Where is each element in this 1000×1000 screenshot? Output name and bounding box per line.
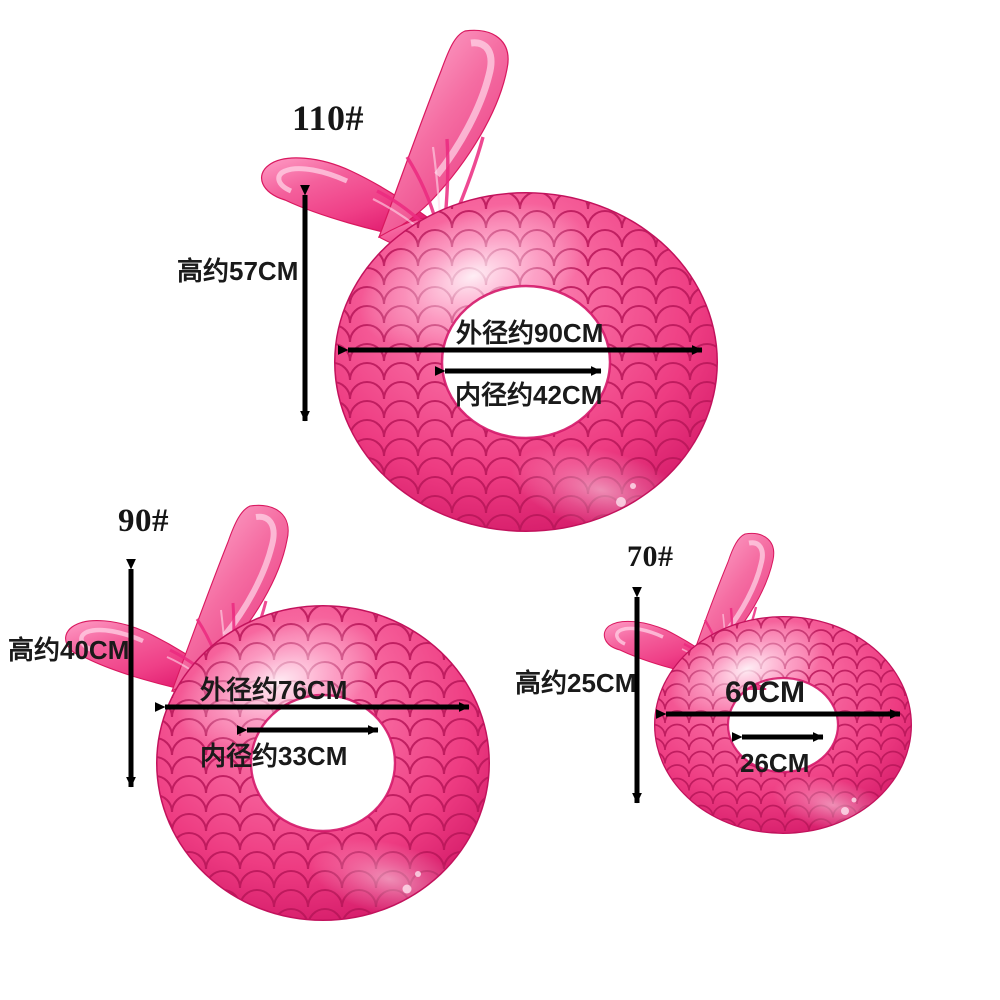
height-arrow-110 bbox=[293, 172, 317, 444]
inner-diameter-arrow-90 bbox=[235, 719, 390, 741]
ring-90: 90# 高约40CM 外径约76CM 内径约33CM bbox=[8, 495, 510, 935]
outer-diameter-label-70: 60CM bbox=[725, 676, 806, 709]
swim-ring-body-90 bbox=[155, 603, 505, 933]
outer-diameter-arrow-70 bbox=[653, 702, 913, 726]
inner-diameter-arrow-110 bbox=[433, 360, 613, 382]
inner-diameter-label-90: 内径约33CM bbox=[200, 741, 348, 771]
outer-diameter-label-110: 外径约90CM bbox=[456, 318, 604, 348]
ring-70: 70# 高约25CM 60CM 26CM bbox=[515, 530, 940, 850]
inner-diameter-arrow-70 bbox=[730, 726, 835, 748]
height-label-90: 高约40CM bbox=[8, 635, 130, 665]
outer-diameter-label-90: 外径约76CM bbox=[200, 675, 348, 705]
swim-ring-body-110 bbox=[333, 190, 733, 550]
inner-diameter-label-70: 26CM bbox=[740, 748, 810, 778]
inner-diameter-label-110: 内径约42CM bbox=[455, 380, 603, 410]
height-label-70: 高约25CM bbox=[515, 668, 637, 698]
outer-diameter-arrow-90 bbox=[152, 695, 482, 719]
swim-ring-body-70 bbox=[653, 615, 923, 840]
ring-110: 110# 高约57CM 外径约90CM 内径约42CM bbox=[177, 20, 735, 550]
size-label-70: 70# bbox=[627, 540, 674, 573]
height-arrow-90 bbox=[119, 547, 143, 809]
size-label-110: 110# bbox=[292, 98, 365, 138]
height-label-110: 高约57CM bbox=[177, 256, 299, 286]
height-arrow-70 bbox=[625, 576, 649, 824]
outer-diameter-arrow-110 bbox=[335, 338, 715, 362]
size-label-90: 90# bbox=[118, 503, 169, 539]
